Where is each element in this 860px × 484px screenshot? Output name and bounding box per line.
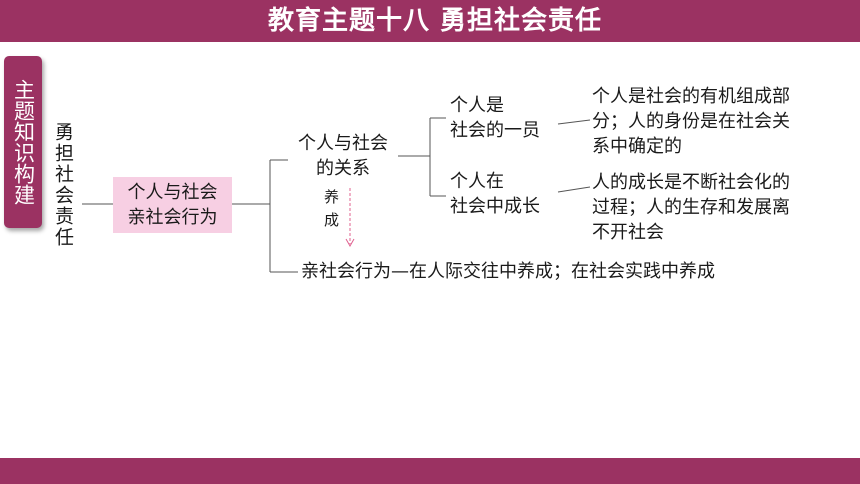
footer-bar [0, 458, 860, 484]
growth-node: 个人在 社会中成长 [450, 171, 540, 217]
arrow-down [345, 188, 355, 248]
member-node: 个人是 社会的一员 [450, 95, 540, 141]
side-tab: 主题知识构建 [4, 56, 42, 228]
prosocial-node: 亲社会行为—在人际交往中养成；在社会实践中养成 [301, 261, 715, 282]
topic-vertical-label: 勇担社会责任 [52, 122, 74, 248]
relation-node: 个人与社会 的关系 [298, 133, 388, 179]
connector-member-detail [557, 119, 591, 125]
growth-detail: 人的成长是不断社会化的 过程；人的生存和发展离 不开社会 [592, 172, 790, 243]
member-detail: 个人是社会的有机组成部 分；人的身份是在社会关 系中确定的 [592, 86, 790, 157]
arrow-label: 养成 [322, 189, 340, 235]
root-node: 个人与社会 亲社会行为 [113, 177, 232, 233]
connector-growth-detail [557, 186, 591, 193]
page-title: 教育主题十八 勇担社会责任 [267, 6, 603, 36]
header-bar: 教育主题十八 勇担社会责任 [0, 0, 860, 42]
side-tab-label: 主题知识构建 [11, 79, 36, 205]
root-node-label: 个人与社会 亲社会行为 [127, 182, 218, 228]
